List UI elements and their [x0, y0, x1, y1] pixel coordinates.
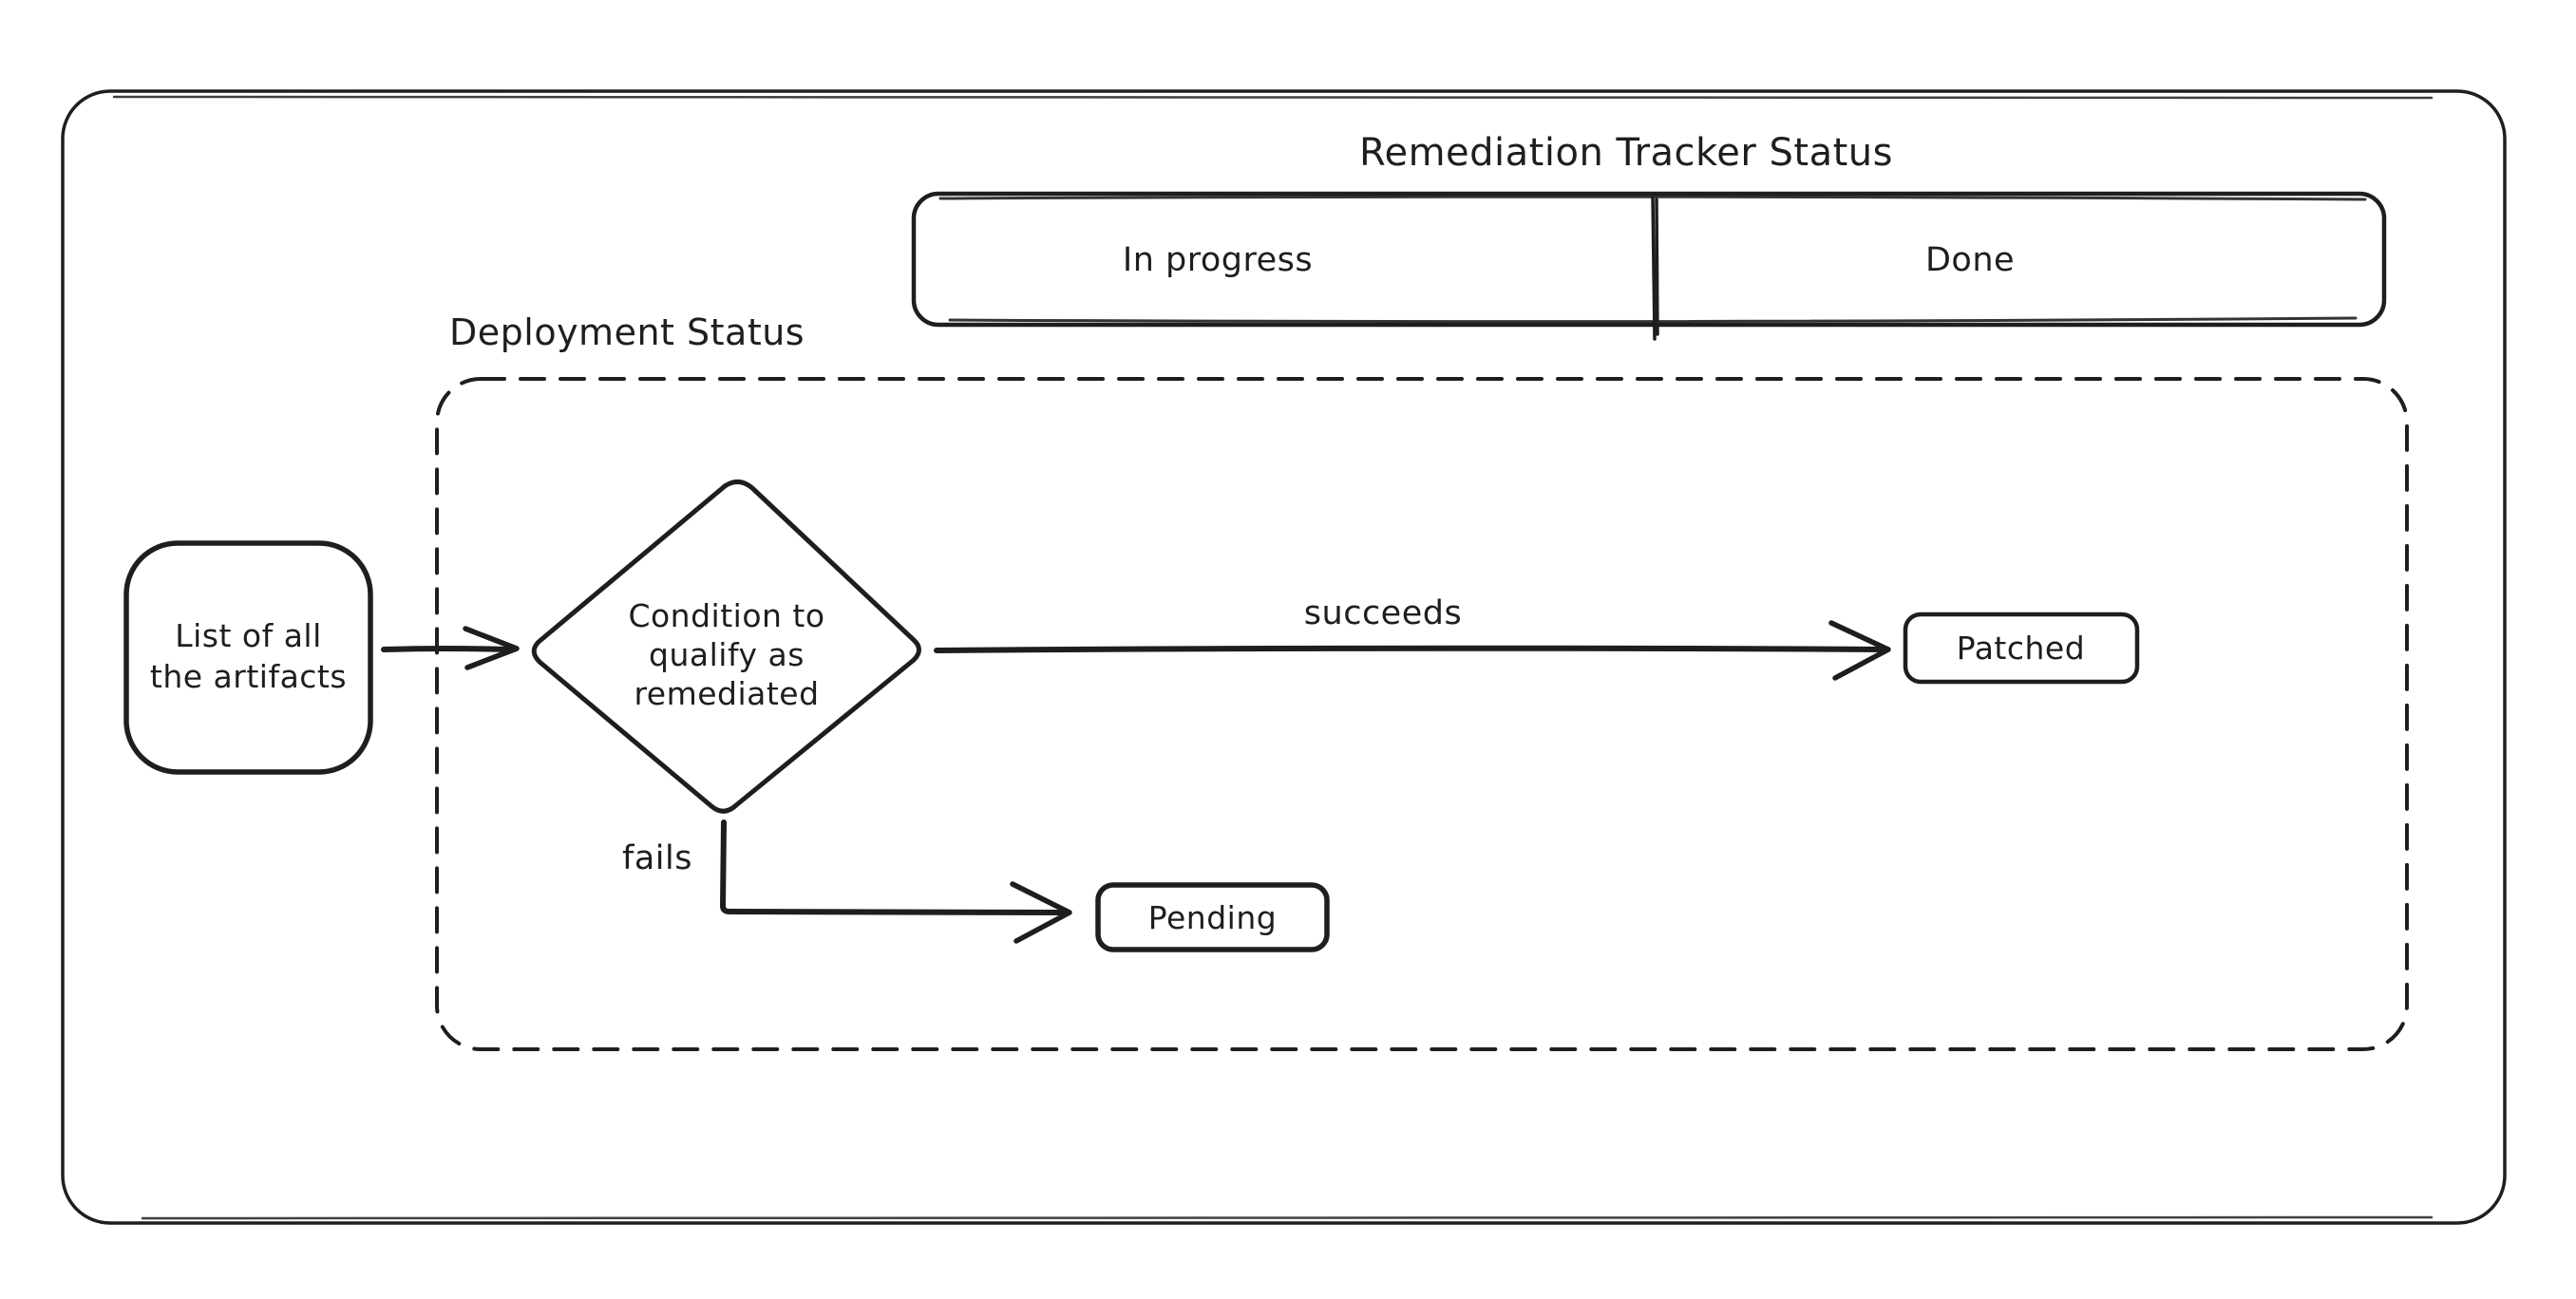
- pending-node-label: Pending: [1147, 898, 1278, 936]
- succeeds-arrow-line: [934, 645, 1889, 653]
- tracker-divider: [1651, 194, 1659, 341]
- tracker-box-overstroke-top: [938, 195, 2367, 201]
- deployment-dashed-box: [435, 377, 2409, 1051]
- pending-box: [1095, 882, 1330, 952]
- artifacts-node-line-1: List of all: [175, 617, 322, 654]
- tracker-column-done: Done: [1924, 241, 2016, 279]
- artifacts-box: [123, 540, 373, 775]
- condition-node-label: Condition to qualify as remediated: [537, 596, 917, 713]
- succeeds-arrow-head: [1828, 620, 1891, 681]
- tracker-column-in-progress: In progress: [1122, 241, 1314, 279]
- condition-node-line-1: Condition to: [628, 597, 825, 634]
- outer-border-overstroke-bottom: [141, 1215, 2434, 1222]
- outer-border-overstroke: [112, 93, 2434, 100]
- patched-box: [1903, 612, 2140, 685]
- condition-diamond: [531, 480, 921, 814]
- tracker-title: Remediation Tracker Status: [1358, 131, 1893, 175]
- outer-border: [61, 89, 2507, 1225]
- condition-node-line-3: remediated: [634, 675, 820, 712]
- artifacts-arrow-line: [381, 646, 512, 652]
- fails-arrow-head: [1010, 881, 1072, 944]
- fails-edge-label: fails: [622, 839, 692, 877]
- condition-node-line-2: qualify as: [649, 636, 805, 673]
- deployment-status-label: Deployment Status: [449, 311, 805, 353]
- succeeds-edge-label: succeeds: [1303, 594, 1463, 632]
- fails-arrow-line: [720, 819, 1067, 915]
- artifacts-arrow-head: [463, 626, 520, 670]
- tracker-box: [911, 191, 2387, 328]
- artifacts-node-label: List of all the artifacts: [131, 615, 366, 697]
- patched-node-label: Patched: [1956, 630, 2086, 667]
- artifacts-node-line-2: the artifacts: [149, 658, 348, 695]
